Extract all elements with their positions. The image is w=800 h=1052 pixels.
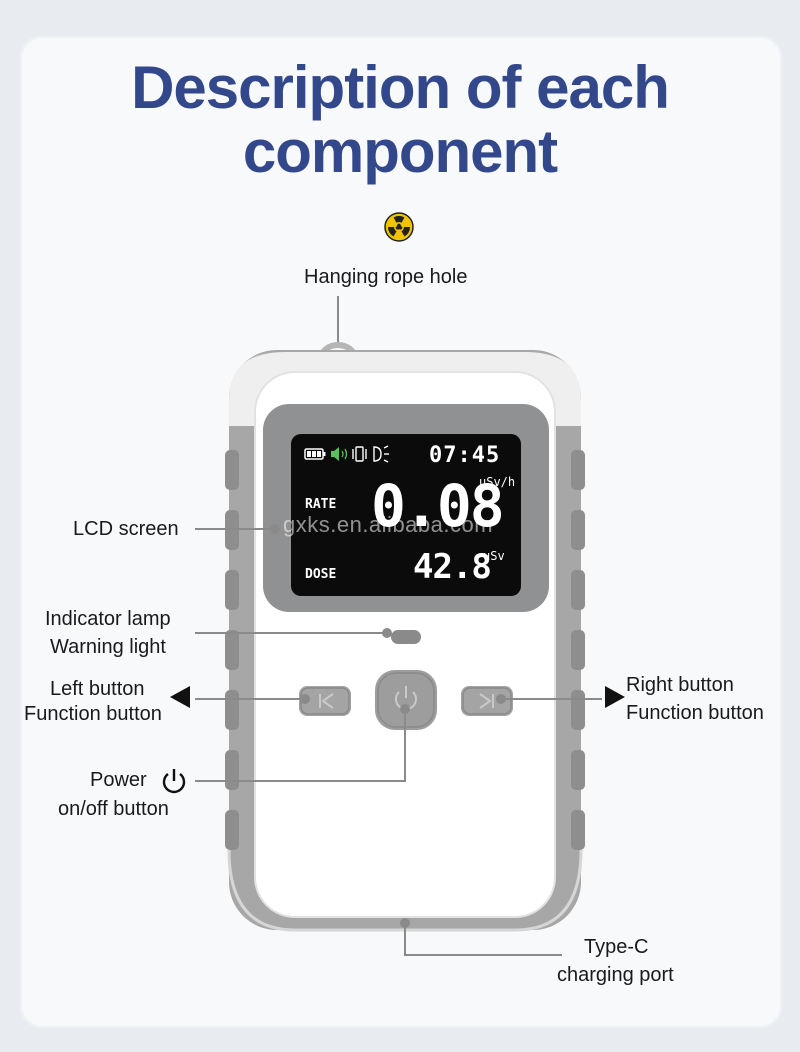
radiation-icon — [384, 212, 414, 242]
right-button-label-2: Function button — [626, 702, 764, 724]
vibrate-icon — [352, 446, 367, 462]
power-dot — [400, 704, 410, 714]
lcd-dose-label: DOSE — [305, 567, 336, 582]
power-button — [375, 670, 437, 730]
lcd-rate-label: RATE — [305, 497, 336, 512]
left-button-line — [195, 698, 305, 700]
power-label-1: Power — [90, 769, 147, 791]
right-button — [461, 686, 513, 716]
title-line-2: component — [242, 118, 558, 185]
battery-icon — [304, 448, 326, 460]
typec-label-2: charging port — [557, 964, 674, 986]
lcd-label: LCD screen — [73, 518, 179, 540]
indicator-dot — [382, 628, 392, 638]
power-label-2: on/off button — [58, 798, 169, 820]
left-arrow-icon — [170, 686, 190, 708]
indicator-lamp — [391, 630, 421, 644]
right-button-line — [500, 698, 602, 700]
left-button-label-1: Left button — [50, 678, 145, 700]
title-line-1: Description of each — [131, 54, 670, 121]
lcd-time: 07:45 — [429, 443, 500, 468]
lcd-line — [195, 528, 275, 530]
lcd-rate-unit: uSv/h — [479, 475, 515, 489]
page-title: Description of each component — [0, 56, 800, 184]
indicator-label-2: Warning light — [50, 636, 166, 658]
hanging-hole-line — [337, 296, 339, 344]
light-icon — [373, 445, 389, 463]
power-line-v — [404, 708, 406, 782]
lcd-dose-unit: uSv — [483, 549, 505, 563]
typec-label-1: Type-C — [584, 936, 649, 958]
lcd-screen — [291, 434, 521, 596]
hanging-hole-label: Hanging rope hole — [304, 266, 468, 288]
lcd-dose-value: 42.8 — [413, 547, 491, 587]
watermark: gxks.en.alibaba.com — [283, 512, 494, 537]
typec-line-v — [404, 922, 406, 956]
typec-line-h — [404, 954, 562, 956]
indicator-line — [195, 632, 385, 634]
left-button-dot — [300, 694, 310, 704]
lcd-rate-value: 0.08 — [371, 472, 503, 540]
right-arrow-icon — [605, 686, 625, 708]
power-icon — [162, 769, 186, 794]
speaker-icon — [331, 447, 348, 461]
lcd-dot — [270, 524, 280, 534]
power-line-h — [195, 780, 406, 782]
indicator-label-1: Indicator lamp — [45, 608, 171, 630]
left-button-label-2: Function button — [24, 703, 162, 725]
right-button-label-1: Right button — [626, 674, 734, 696]
left-button — [299, 686, 351, 716]
